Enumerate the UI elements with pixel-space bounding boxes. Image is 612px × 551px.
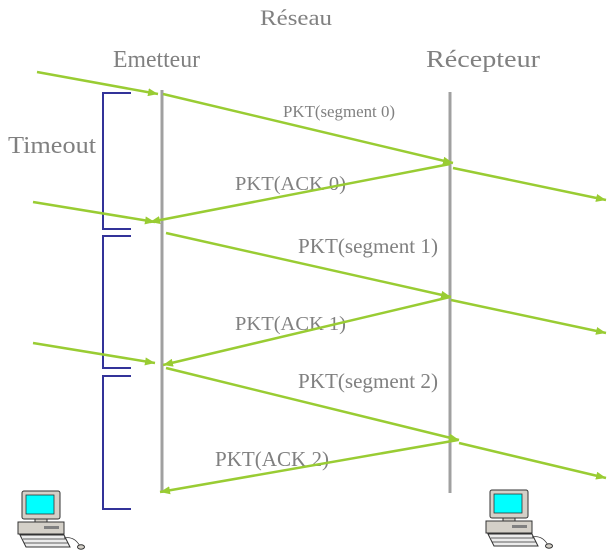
timeout-bracket-3 [102,375,131,510]
timeout-label: Timeout [8,133,96,159]
screen [25,494,55,515]
receiver-label: Récepteur [426,47,540,73]
ack-1-arrow [162,295,451,367]
ack-2-arrow [159,438,459,495]
timeout-bracket-1 [102,92,131,230]
system-unit [485,520,533,534]
segment-0-forward-arrow [452,166,607,202]
segment-2-label: PKT(segment 2) [298,369,438,393]
incoming-arrow-2 [32,200,156,225]
incoming-arrow-1 [36,70,159,97]
segment-0-label: PKT(segment 0) [283,102,395,121]
sender-computer-icon [17,490,85,550]
timeout-bracket-2 [102,235,131,369]
segment-2-forward-arrow [458,441,607,480]
drive-slot [44,526,59,529]
segment-1-arrow [165,231,452,299]
segment-0-arrow [162,92,454,165]
keyboard [19,534,71,548]
ack-0-label: PKT(ACK 0) [235,173,346,195]
sender-label: Emetteur [113,47,200,73]
segment-1-forward-arrow [450,298,607,335]
mouse [545,543,553,549]
keyboard [487,533,539,547]
screen [493,493,523,514]
segment-2-arrow [165,366,460,442]
drive-slot [512,525,527,528]
segment-1-label: PKT(segment 1) [298,234,438,258]
mouse [77,544,85,550]
network-title: Réseau [260,5,332,30]
receiver-computer-icon [485,489,553,549]
ack-0-arrow [149,162,451,225]
system-unit [17,521,65,535]
ack-1-label: PKT(ACK 1) [235,313,346,335]
incoming-arrow-3 [32,341,156,366]
ack-2-label: PKT(ACK 2) [215,447,329,471]
